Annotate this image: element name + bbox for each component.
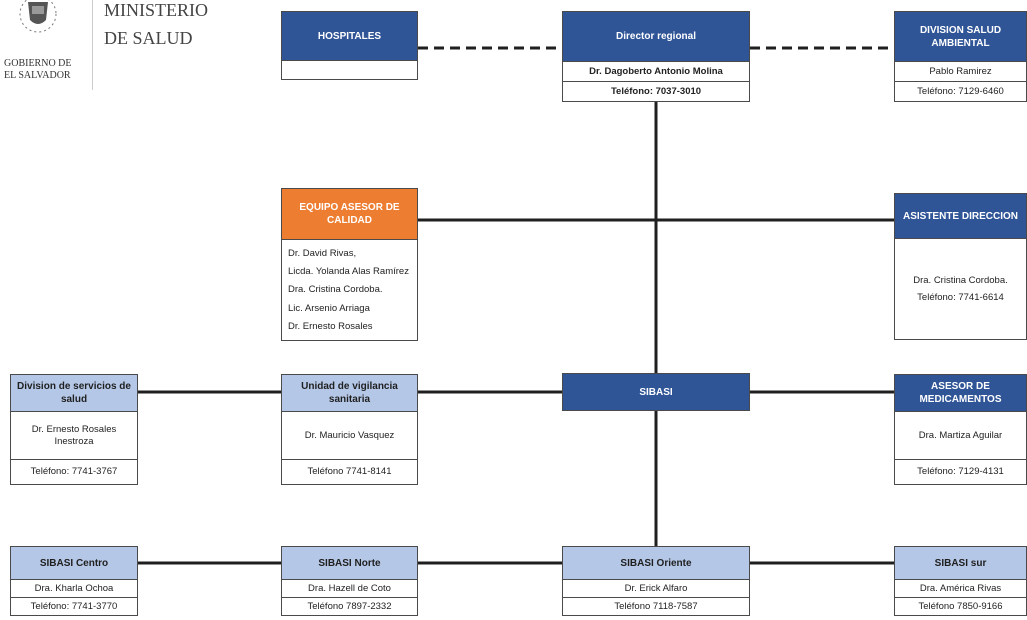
sibasi-norte-node: SIBASI Norte Dra. Hazell de Coto Teléfon…	[281, 546, 418, 616]
salud-ambiental-node: DIVISION SALUD AMBIENTAL Pablo Ramirez T…	[894, 11, 1027, 102]
node-title: SIBASI	[563, 374, 749, 410]
node-title: SIBASI Norte	[282, 547, 417, 579]
medicamentos-node: ASESOR DE MEDICAMENTOS Dra. Martiza Agui…	[894, 374, 1027, 485]
node-title: EQUIPO ASESOR DE CALIDAD	[282, 189, 417, 239]
ministry-label: MINISTERIO DE SALUD	[104, 0, 208, 52]
node-title: SIBASI sur	[895, 547, 1026, 579]
node-title: Director regional	[563, 12, 749, 61]
hospitales-node: HOSPITALES	[281, 11, 418, 80]
node-title: ASESOR DE MEDICAMENTOS	[895, 375, 1026, 411]
ministry-line-1: MINISTERIO	[104, 0, 208, 20]
node-phone: Teléfono: 7129-6460	[895, 81, 1026, 101]
sibasi-sur-node: SIBASI sur Dra. América Rivas Teléfono 7…	[894, 546, 1027, 616]
node-phone: Teléfono: 7037-3010	[563, 81, 749, 101]
node-name: Dr. Dagoberto Antonio Molina	[563, 61, 749, 81]
ministry-line-2: DE SALUD	[104, 28, 193, 48]
node-title: SIBASI Centro	[11, 547, 137, 579]
government-line-1: GOBIERNO DE	[4, 58, 72, 69]
node-body: Dra. Cristina Cordoba. Teléfono: 7741-66…	[895, 238, 1026, 339]
equipo-asesor-node: EQUIPO ASESOR DE CALIDAD Dr. David Rivas…	[281, 188, 418, 341]
node-title: DIVISION SALUD AMBIENTAL	[895, 12, 1026, 61]
vigilancia-node: Unidad de vigilancia sanitaria Dr. Mauri…	[281, 374, 418, 485]
division-servicios-node: Division de servicios de salud Dr. Ernes…	[10, 374, 138, 485]
node-body	[282, 60, 417, 79]
government-line-2: EL SALVADOR	[4, 70, 71, 81]
node-phone: Teléfono 7850-9166	[895, 597, 1026, 615]
node-phone: Teléfono 7741-8141	[282, 459, 417, 484]
logo-divider	[92, 0, 93, 90]
ministry-logo: GOBIERNO DE EL SALVADOR MINISTERIO DE SA…	[0, 0, 208, 95]
node-title: Division de servicios de salud	[11, 375, 137, 411]
member-item: Dra. Cristina Cordoba.	[288, 284, 383, 296]
sibasi-oriente-node: SIBASI Oriente Dr. Erick Alfaro Teléfono…	[562, 546, 750, 616]
node-title: HOSPITALES	[282, 12, 417, 60]
node-name: Dra. Cristina Cordoba.	[913, 275, 1008, 286]
member-item: Licda. Yolanda Alas Ramírez	[288, 266, 409, 278]
coat-of-arms-icon	[19, 0, 57, 33]
node-phone: Teléfono: 7741-3770	[11, 597, 137, 615]
node-name: Dra. Kharla Ochoa	[11, 579, 137, 597]
sibasi-node: SIBASI	[562, 373, 750, 411]
node-phone: Teléfono 7897-2332	[282, 597, 417, 615]
node-title: Unidad de vigilancia sanitaria	[282, 375, 417, 411]
node-name: Dr. Erick Alfaro	[563, 579, 749, 597]
node-name: Dra. América Rivas	[895, 579, 1026, 597]
government-label: GOBIERNO DE EL SALVADOR	[4, 58, 84, 82]
member-list: Dr. David Rivas, Licda. Yolanda Alas Ram…	[282, 239, 417, 340]
asistente-node: ASISTENTE DIRECCION Dra. Cristina Cordob…	[894, 193, 1027, 340]
node-name: Dra. Martiza Aguilar	[895, 411, 1026, 459]
node-phone: Teléfono 7118-7587	[563, 597, 749, 615]
node-phone: Teléfono: 7741-6614	[917, 292, 1004, 303]
sibasi-centro-node: SIBASI Centro Dra. Kharla Ochoa Teléfono…	[10, 546, 138, 616]
node-phone: Teléfono: 7129-4131	[895, 459, 1026, 484]
member-item: Lic. Arsenio Arriaga	[288, 302, 370, 314]
member-item: Dr. David Rivas,	[288, 247, 357, 259]
node-phone: Teléfono: 7741-3767	[11, 459, 137, 484]
director-node: Director regional Dr. Dagoberto Antonio …	[562, 11, 750, 102]
node-name: Dra. Hazell de Coto	[282, 579, 417, 597]
node-name: Dr. Mauricio Vasquez	[282, 411, 417, 459]
node-name: Pablo Ramirez	[895, 61, 1026, 81]
node-title: ASISTENTE DIRECCION	[895, 194, 1026, 238]
member-item: Dr. Ernesto Rosales	[288, 321, 373, 333]
node-title: SIBASI Oriente	[563, 547, 749, 579]
node-name: Dr. Ernesto Rosales Inestroza	[11, 411, 137, 459]
